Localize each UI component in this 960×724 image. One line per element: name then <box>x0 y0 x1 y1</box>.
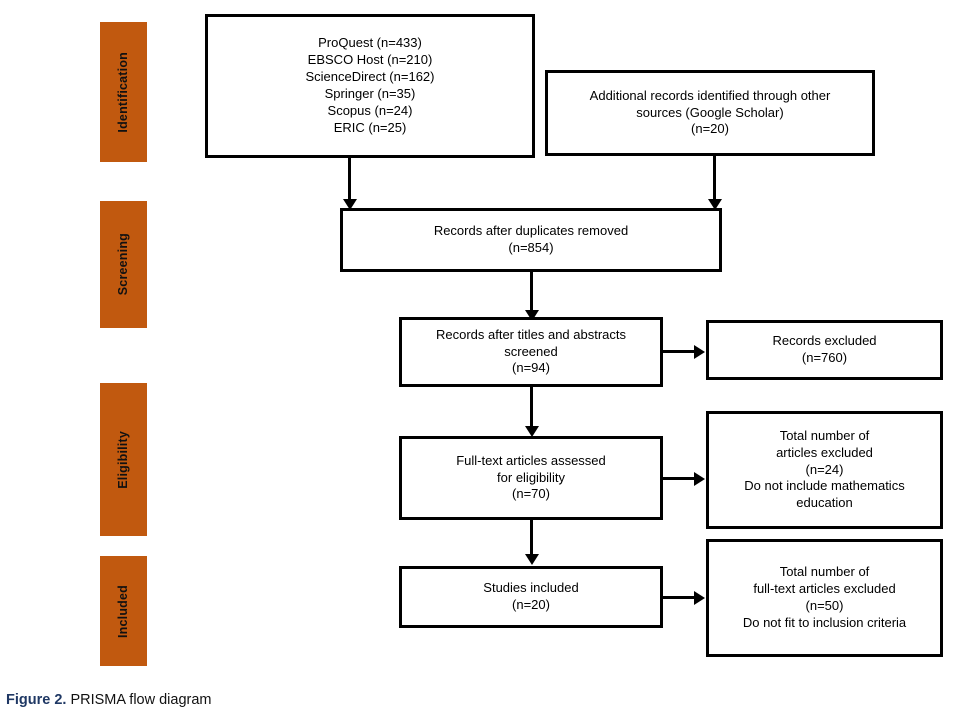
connector-databases-to-duplicates <box>348 158 351 206</box>
node-records-excluded-lines: Records excluded (n=760) <box>709 333 940 367</box>
db-line-ebsco: EBSCO Host (n=210) <box>307 52 433 68</box>
arrowhead-additional-to-duplicates <box>707 199 722 210</box>
screened-line-1: Records after titles and abstracts <box>435 326 627 342</box>
arrowhead-fulltext-to-studies-included <box>524 554 539 565</box>
fulltext-assessed-line-1: Full-text articles assessed <box>456 452 606 468</box>
stage-label-included: Included <box>100 556 147 666</box>
connector-fulltext-to-articles-excluded <box>663 477 697 480</box>
node-additional-records: Additional records identified through ot… <box>545 70 875 156</box>
db-line-eric: ERIC (n=25) <box>333 119 407 135</box>
node-fulltext-excluded: Total number of full-text articles exclu… <box>706 539 943 657</box>
records-excluded-line-1: Records excluded <box>772 333 877 349</box>
articles-excluded-line-1: Total number of <box>779 427 870 443</box>
node-database-search-results: ProQuest (n=433) EBSCO Host (n=210) Scie… <box>205 14 535 158</box>
fulltext-excluded-line-1: Total number of <box>779 564 870 580</box>
records-excluded-line-2: (n=760) <box>801 350 848 365</box>
screened-line-3: (n=94) <box>512 360 550 376</box>
fulltext-assessed-line-2: for eligibility <box>497 469 565 485</box>
node-database-search-results-lines: ProQuest (n=433) EBSCO Host (n=210) Scie… <box>208 35 532 136</box>
arrowhead-studies-to-fulltext-excluded <box>694 590 705 605</box>
articles-excluded-line-2: articles excluded <box>776 444 873 460</box>
db-line-scopus: Scopus (n=24) <box>327 102 413 118</box>
arrowhead-fulltext-to-articles-excluded <box>694 471 705 486</box>
node-articles-excluded-lines: Total number of articles excluded (n=24)… <box>709 428 940 512</box>
stage-label-screening: Screening <box>100 201 147 328</box>
node-studies-included-lines: Studies included (n=20) <box>402 580 660 614</box>
node-articles-excluded: Total number of articles excluded (n=24)… <box>706 411 943 529</box>
articles-excluded-line-3: (n=24) <box>805 461 844 477</box>
db-line-proquest: ProQuest (n=433) <box>318 35 422 51</box>
connector-studies-to-fulltext-excluded <box>663 596 697 599</box>
arrowhead-screened-to-records-excluded <box>694 344 705 359</box>
duplicates-removed-line-2: (n=854) <box>508 240 554 255</box>
arrowhead-duplicates-to-screened <box>524 310 539 321</box>
additional-records-line-3: (n=20) <box>691 121 729 137</box>
stage-label-identification: Identification <box>100 22 147 162</box>
node-duplicates-removed-lines: Records after duplicates removed (n=854) <box>343 223 719 257</box>
arrowhead-screened-to-fulltext <box>524 426 539 437</box>
fulltext-assessed-line-3: (n=70) <box>512 486 550 502</box>
duplicates-removed-line-1: Records after duplicates removed <box>433 223 629 239</box>
stage-label-identification-text: Identification <box>116 51 131 133</box>
db-line-springer: Springer (n=35) <box>324 86 416 101</box>
node-fulltext-assessed: Full-text articles assessed for eligibil… <box>399 436 663 520</box>
articles-excluded-line-5: education <box>796 495 853 511</box>
connector-fulltext-to-studies-included <box>530 520 533 560</box>
connector-screened-to-records-excluded <box>663 350 697 353</box>
additional-records-line-1: Additional records identified through ot… <box>589 87 831 103</box>
stage-label-included-text: Included <box>116 584 131 638</box>
figure-number: Figure 2. <box>6 692 67 708</box>
studies-included-line-1: Studies included <box>483 580 579 596</box>
node-titles-abstracts-screened: Records after titles and abstracts scree… <box>399 317 663 387</box>
db-line-sciencedirect: ScienceDirect (n=162) <box>305 69 435 85</box>
node-additional-records-lines: Additional records identified through ot… <box>548 88 872 139</box>
stage-label-screening-text: Screening <box>116 233 131 296</box>
connector-screened-to-fulltext <box>530 387 533 433</box>
node-duplicates-removed: Records after duplicates removed (n=854) <box>340 208 722 272</box>
node-records-excluded: Records excluded (n=760) <box>706 320 943 380</box>
additional-records-line-2: sources (Google Scholar) <box>636 104 784 120</box>
screened-line-2: screened <box>504 343 558 359</box>
node-fulltext-assessed-lines: Full-text articles assessed for eligibil… <box>402 453 660 504</box>
node-fulltext-excluded-lines: Total number of full-text articles exclu… <box>709 564 940 632</box>
connector-duplicates-to-screened <box>530 272 533 317</box>
fulltext-excluded-line-2: full-text articles excluded <box>753 581 896 597</box>
stage-label-eligibility: Eligibility <box>100 383 147 536</box>
node-studies-included: Studies included (n=20) <box>399 566 663 628</box>
fulltext-excluded-line-4: Do not fit to inclusion criteria <box>742 614 907 630</box>
articles-excluded-line-4: Do not include mathematics <box>744 478 905 494</box>
fulltext-excluded-line-3: (n=50) <box>805 598 844 613</box>
stage-label-eligibility-text: Eligibility <box>116 430 131 489</box>
figure-caption: Figure 2. PRISMA flow diagram <box>6 692 212 709</box>
node-titles-abstracts-screened-lines: Records after titles and abstracts scree… <box>402 327 660 378</box>
figure-caption-text: PRISMA flow diagram <box>70 692 212 708</box>
studies-included-line-2: (n=20) <box>512 597 550 612</box>
connector-additional-to-duplicates <box>713 156 716 206</box>
arrowhead-databases-to-duplicates <box>342 199 357 210</box>
